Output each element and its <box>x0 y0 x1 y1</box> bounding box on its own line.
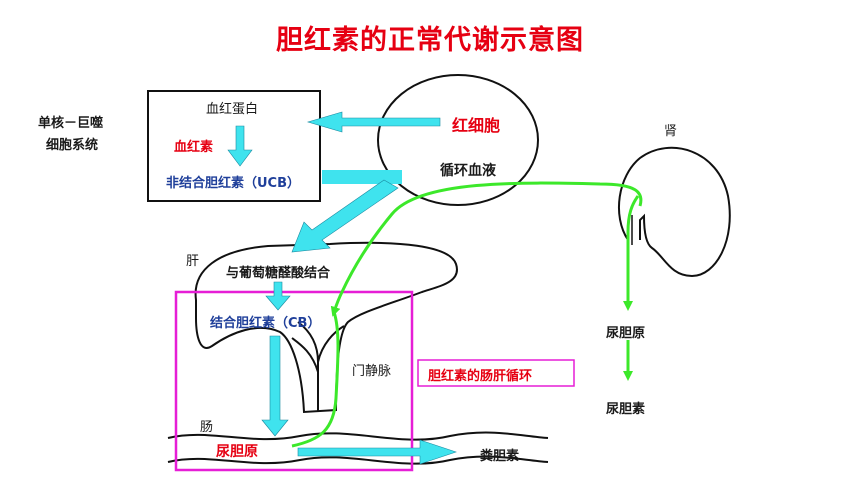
portal-vein-label: 门静脉 <box>352 364 392 379</box>
glucuronide-label: 与葡萄糖醛酸结合 <box>226 266 331 281</box>
rbc-label: 红细胞 <box>452 116 501 135</box>
hemoglobin-label: 血红蛋白 <box>206 102 259 117</box>
liver-outline <box>194 241 458 414</box>
blood-circulation-ellipse <box>377 74 539 206</box>
enterohepatic-cycle-box <box>174 290 414 472</box>
gut-urobilinogen-label: 尿胆原 <box>216 444 258 460</box>
cb-to-intestine-arrow <box>261 335 289 437</box>
intestine-upper-line <box>167 431 549 441</box>
intestine-lower-line <box>167 455 549 465</box>
urobilinogen-to-stercobilin-arrow <box>297 439 457 465</box>
macrophage-label-line1: 单核－巨噬 <box>38 116 104 131</box>
cycle-label-box <box>417 359 575 387</box>
liver-label: 肝 <box>186 254 200 269</box>
reabsorption-path <box>291 311 340 448</box>
conjugation-to-cb-arrow <box>265 281 291 311</box>
urobilin-label: 尿胆素 <box>606 402 646 417</box>
page-title: 胆红素的正常代谢示意图 <box>276 25 584 56</box>
heme-to-ucb-arrow <box>227 125 253 167</box>
portal-vein-lines <box>291 321 345 412</box>
rbc-to-hemoglobin-arrow <box>306 111 441 133</box>
heme-label: 血红素 <box>174 140 214 155</box>
stercobilin-label: 粪胆素 <box>480 449 520 464</box>
kidney-outline <box>617 146 731 278</box>
macrophage-box <box>147 90 321 202</box>
intestine-label: 肠 <box>200 420 214 435</box>
blood-to-liver-arrow <box>291 179 399 253</box>
blood-to-liver-green-arrow <box>330 181 643 317</box>
kidney-label: 肾 <box>664 124 678 139</box>
ucb-label: 非结合胆红素（UCB） <box>166 176 301 191</box>
blood-to-kidney-green-arrow <box>623 195 640 311</box>
blood-label: 循环血液 <box>440 163 496 179</box>
ucb-to-blood-band <box>322 170 402 184</box>
macrophage-label-line2: 细胞系统 <box>46 138 99 153</box>
urine-urobilinogen-label: 尿胆原 <box>606 326 646 341</box>
enterohepatic-cycle-label: 胆红素的肠肝循环 <box>428 369 533 384</box>
cb-label: 结合胆红素（CB） <box>210 316 321 331</box>
